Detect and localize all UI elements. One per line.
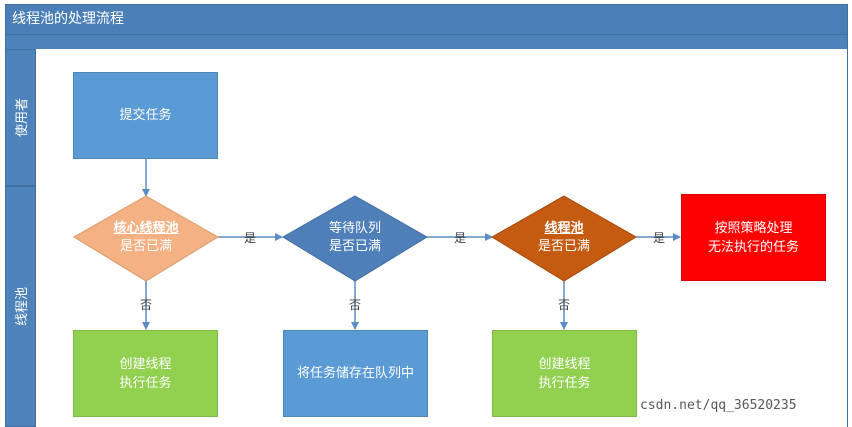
create-thread-box-1: 创建线程 执行任务 [73,330,218,417]
store-in-queue-box: 将任务储存在队列中 [283,330,428,417]
diagram-title: 线程池的处理流程 [5,4,848,35]
create-thread-1-line2: 执行任务 [119,375,172,391]
edge-label-no-2: 否 [349,298,362,312]
reject-task-line2: 无法执行的任务 [707,239,799,255]
edge-label-no-1: 否 [140,298,153,312]
reject-task-box: 按照策略处理 无法执行的任务 [681,194,826,281]
title-subbar [5,35,848,49]
create-thread-2-line1: 创建线程 [538,356,591,372]
create-thread-2-line2: 执行任务 [538,375,591,391]
create-thread-box-2: 创建线程 执行任务 [492,330,637,417]
create-thread-1-line1: 创建线程 [119,356,172,372]
submit-task-box: 提交任务 [73,72,218,159]
pool-label-line1: 线程池 [544,221,584,236]
edge-label-yes-2: 是 [454,231,467,245]
queue-label-line1: 等待队列 [328,221,381,236]
watermark-text: csdn.net/qq_36520235 [640,398,797,413]
edge-label-yes-1: 是 [244,231,257,245]
pool-label-line2: 是否已满 [537,239,590,254]
edge-label-no-3: 否 [558,298,571,312]
lane-header-pool: 线程池 [5,186,36,427]
pool-label: 线程池 是否已满 [509,220,619,256]
store-in-queue-label: 将任务储存在队列中 [296,366,414,381]
core-pool-label-line2: 是否已满 [119,239,172,254]
pool-full-decision [491,195,637,282]
core-pool-label: 核心线程池 是否已满 [91,220,201,256]
queue-full-decision [282,195,428,282]
queue-label-line2: 是否已满 [328,239,381,254]
lane-header-user: 使用者 [5,49,36,186]
edge-label-yes-3: 是 [653,231,666,245]
core-pool-full-decision [73,195,219,282]
core-pool-label-line1: 核心线程池 [113,221,179,236]
submit-task-label: 提交任务 [119,108,172,123]
queue-label: 等待队列 是否已满 [300,220,410,256]
reject-task-line1: 按照策略处理 [714,220,793,236]
